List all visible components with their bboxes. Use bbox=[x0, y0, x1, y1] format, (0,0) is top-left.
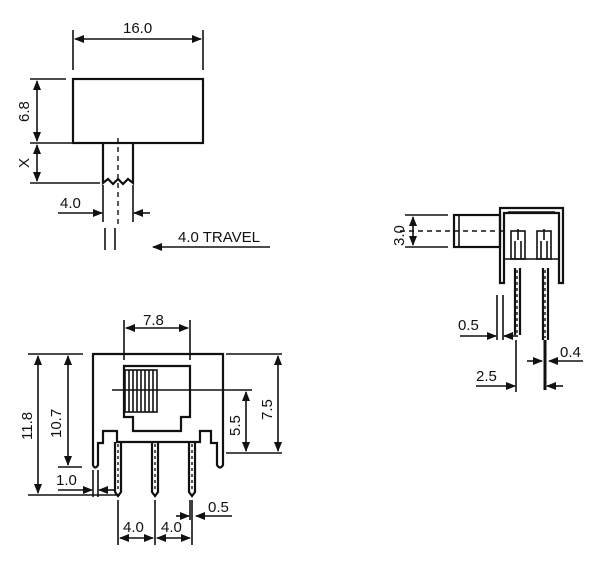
pin-pitch-label: 2.5 bbox=[476, 368, 497, 385]
shaft-height-label: 3.0 bbox=[391, 225, 408, 246]
switch-body-top bbox=[71, 77, 205, 145]
center-height-label: 5.5 bbox=[227, 415, 244, 436]
side-view: 3.0 0.5 0.4 2.5 bbox=[391, 206, 583, 392]
pins bbox=[113, 442, 197, 498]
top-view: 16.0 6.8 X 4.0 4.0 TRAVEL bbox=[16, 20, 270, 251]
side-contacts bbox=[510, 229, 552, 260]
travel-label: 4.0 TRAVEL bbox=[178, 229, 260, 246]
knob-width-label: 7.8 bbox=[143, 312, 164, 329]
body-height-label: 10.7 bbox=[48, 409, 65, 438]
right-height-label: 7.5 bbox=[259, 399, 276, 420]
total-height-label: 11.8 bbox=[19, 412, 36, 440]
shaft-x-label: X bbox=[16, 158, 33, 168]
pitch-left-label: 4.0 bbox=[123, 519, 144, 536]
knob-grip-hatch bbox=[124, 369, 158, 413]
leg-offset-label: 1.0 bbox=[56, 472, 77, 489]
pin-tip-label: 0.4 bbox=[560, 344, 581, 361]
width-label: 16.0 bbox=[123, 20, 152, 37]
pitch-right-label: 4.0 bbox=[161, 519, 182, 536]
front-view: 7.8 11.8 10.7 5.5 7.5 1.0 4.0 4.0 0.5 bbox=[19, 312, 282, 545]
pin-width-label: 0.5 bbox=[208, 499, 229, 516]
switch-body-front bbox=[91, 352, 225, 469]
shaft-width-label: 4.0 bbox=[60, 195, 81, 212]
side-body bbox=[498, 206, 565, 285]
slider-knob bbox=[122, 364, 192, 433]
pin-thickness-label: 0.5 bbox=[458, 317, 479, 334]
height-label: 6.8 bbox=[16, 101, 33, 122]
